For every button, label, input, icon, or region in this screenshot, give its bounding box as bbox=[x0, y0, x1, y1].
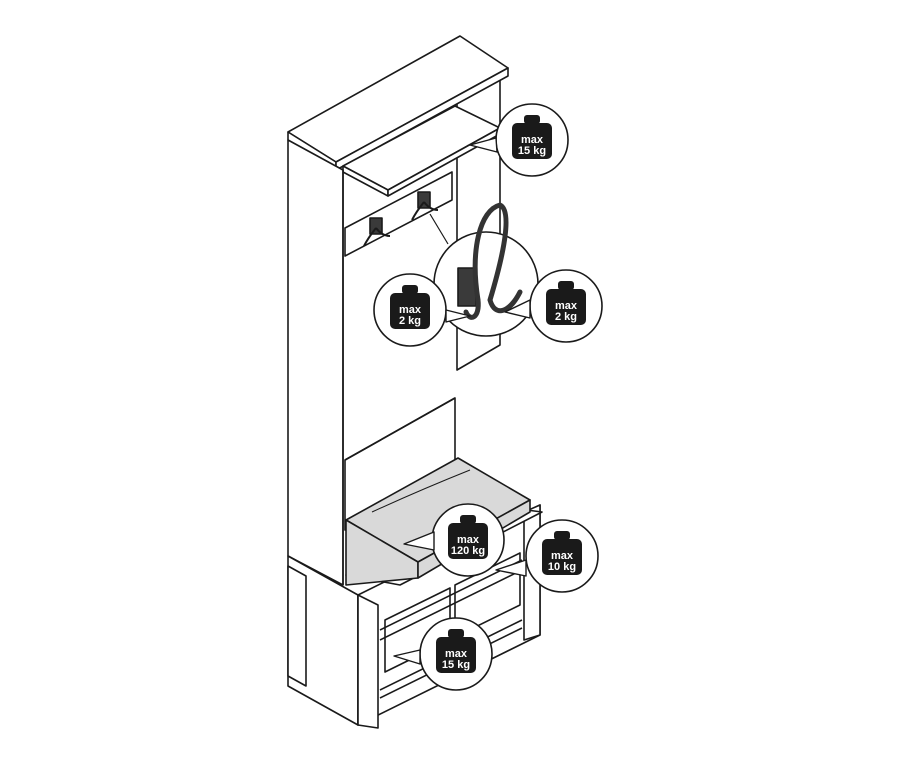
weight-icon bbox=[448, 515, 488, 559]
weight-label: max bbox=[520, 134, 544, 146]
weight-label: max bbox=[456, 534, 480, 546]
weight-value: 120 kg bbox=[450, 545, 486, 557]
coat-hook-icon bbox=[363, 191, 439, 247]
weight-label: max bbox=[444, 648, 468, 660]
weight-icon bbox=[436, 629, 476, 673]
callout-lower-shelf: max 15 kg bbox=[418, 616, 494, 692]
weight-value: 2 kg bbox=[398, 315, 421, 327]
callout-bench-drawer: max 10 kg bbox=[524, 518, 600, 594]
weight-icon bbox=[542, 531, 582, 575]
weight-icon bbox=[390, 285, 430, 329]
callout-hook-right: max 2 kg bbox=[528, 268, 604, 344]
weight-value: 2 kg bbox=[554, 311, 577, 323]
callout-hook-left: max 2 kg bbox=[372, 272, 448, 348]
bench-front-leg bbox=[357, 594, 379, 729]
weight-value: 10 kg bbox=[547, 561, 577, 573]
weight-icon bbox=[512, 115, 552, 159]
weight-label: max bbox=[550, 550, 574, 562]
callout-seat: max 120 kg bbox=[430, 502, 506, 578]
weight-icon bbox=[546, 281, 586, 325]
bench-left-leg bbox=[287, 565, 307, 687]
weight-label: max bbox=[554, 300, 578, 312]
callout-top-shelf: max 15 kg bbox=[494, 102, 570, 178]
weight-value: 15 kg bbox=[441, 659, 471, 671]
weight-label: max bbox=[398, 304, 422, 316]
weight-value: 15 kg bbox=[517, 145, 547, 157]
